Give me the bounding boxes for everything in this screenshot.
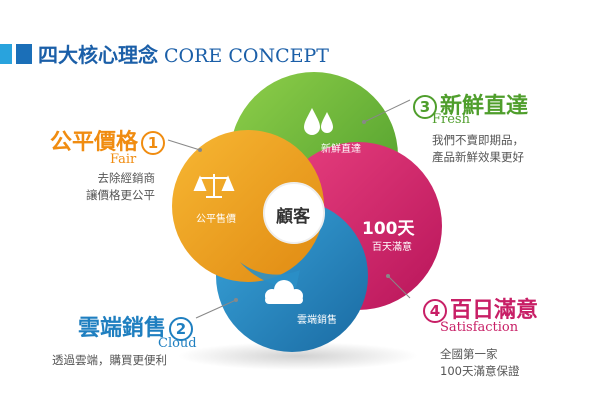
item-fair-desc: 去除經銷商 讓價格更公平 <box>86 170 155 204</box>
droplets-icon <box>304 108 333 135</box>
page-header: 四大核心理念 CORE CONCEPT <box>0 36 600 68</box>
item-fresh-desc-line: 產品新鮮效果更好 <box>432 150 524 164</box>
petal-label-fresh: 新鮮直達 <box>321 144 361 155</box>
scale-icon <box>193 174 235 198</box>
cloud-icon <box>265 280 303 304</box>
item-satisfaction-title-text: 百日滿意 <box>450 298 539 323</box>
item-fair-desc-line: 讓價格更公平 <box>86 188 155 202</box>
item-fair-en: Fair <box>110 152 137 167</box>
petal-label-cloud: 雲端銷售 <box>297 315 337 326</box>
item-cloud-desc: 透過雲端，購買更便利 <box>52 352 167 369</box>
header-accent-bar <box>0 44 12 64</box>
petal-fair <box>172 130 324 282</box>
item-satisfaction-desc-line: 100天滿意保證 <box>440 364 520 378</box>
item-cloud-number: 2 <box>169 317 194 341</box>
item-cloud-en: Cloud <box>158 336 197 351</box>
item-satisfaction-number: 4 <box>423 299 447 323</box>
item-cloud-title-text: 雲端銷售 <box>78 316 167 341</box>
item-fair-title-text: 公平價格 <box>50 130 139 155</box>
item-fair-number: 1 <box>141 131 166 155</box>
petal-big-satisfaction: 100天 <box>362 219 415 239</box>
item-satisfaction-desc-line: 全國第一家 <box>440 347 498 361</box>
diagram-shadow <box>178 342 418 370</box>
item-fresh-desc: 我們不賣即期品， 產品新鮮效果更好 <box>432 132 524 166</box>
page-title: 四大核心理念 CORE CONCEPT <box>38 39 329 68</box>
connector-lines <box>167 99 411 319</box>
petal-label-satisfaction: 百天滿意 <box>372 242 412 253</box>
item-fresh-title-text: 新鮮直達 <box>440 94 529 119</box>
item-satisfaction-en: Satisfaction <box>440 320 519 335</box>
header-accent-bar-dark <box>16 44 32 64</box>
item-fresh-desc-line: 我們不賣即期品， <box>432 133 524 147</box>
center-circle <box>263 182 325 244</box>
item-fresh-number: 3 <box>413 95 437 119</box>
item-cloud-desc-line: 透過雲端，購買更便利 <box>52 353 167 367</box>
page-title-en: CORE CONCEPT <box>164 45 329 67</box>
item-fresh-en: Fresh <box>432 112 470 127</box>
item-satisfaction-desc: 全國第一家 100天滿意保證 <box>440 346 519 380</box>
item-fair-desc-line: 去除經銷商 <box>97 171 156 185</box>
petal-label-fair: 公平售價 <box>196 214 236 225</box>
center-label: 顧客 <box>276 207 310 227</box>
page-title-zh: 四大核心理念 <box>38 43 158 67</box>
